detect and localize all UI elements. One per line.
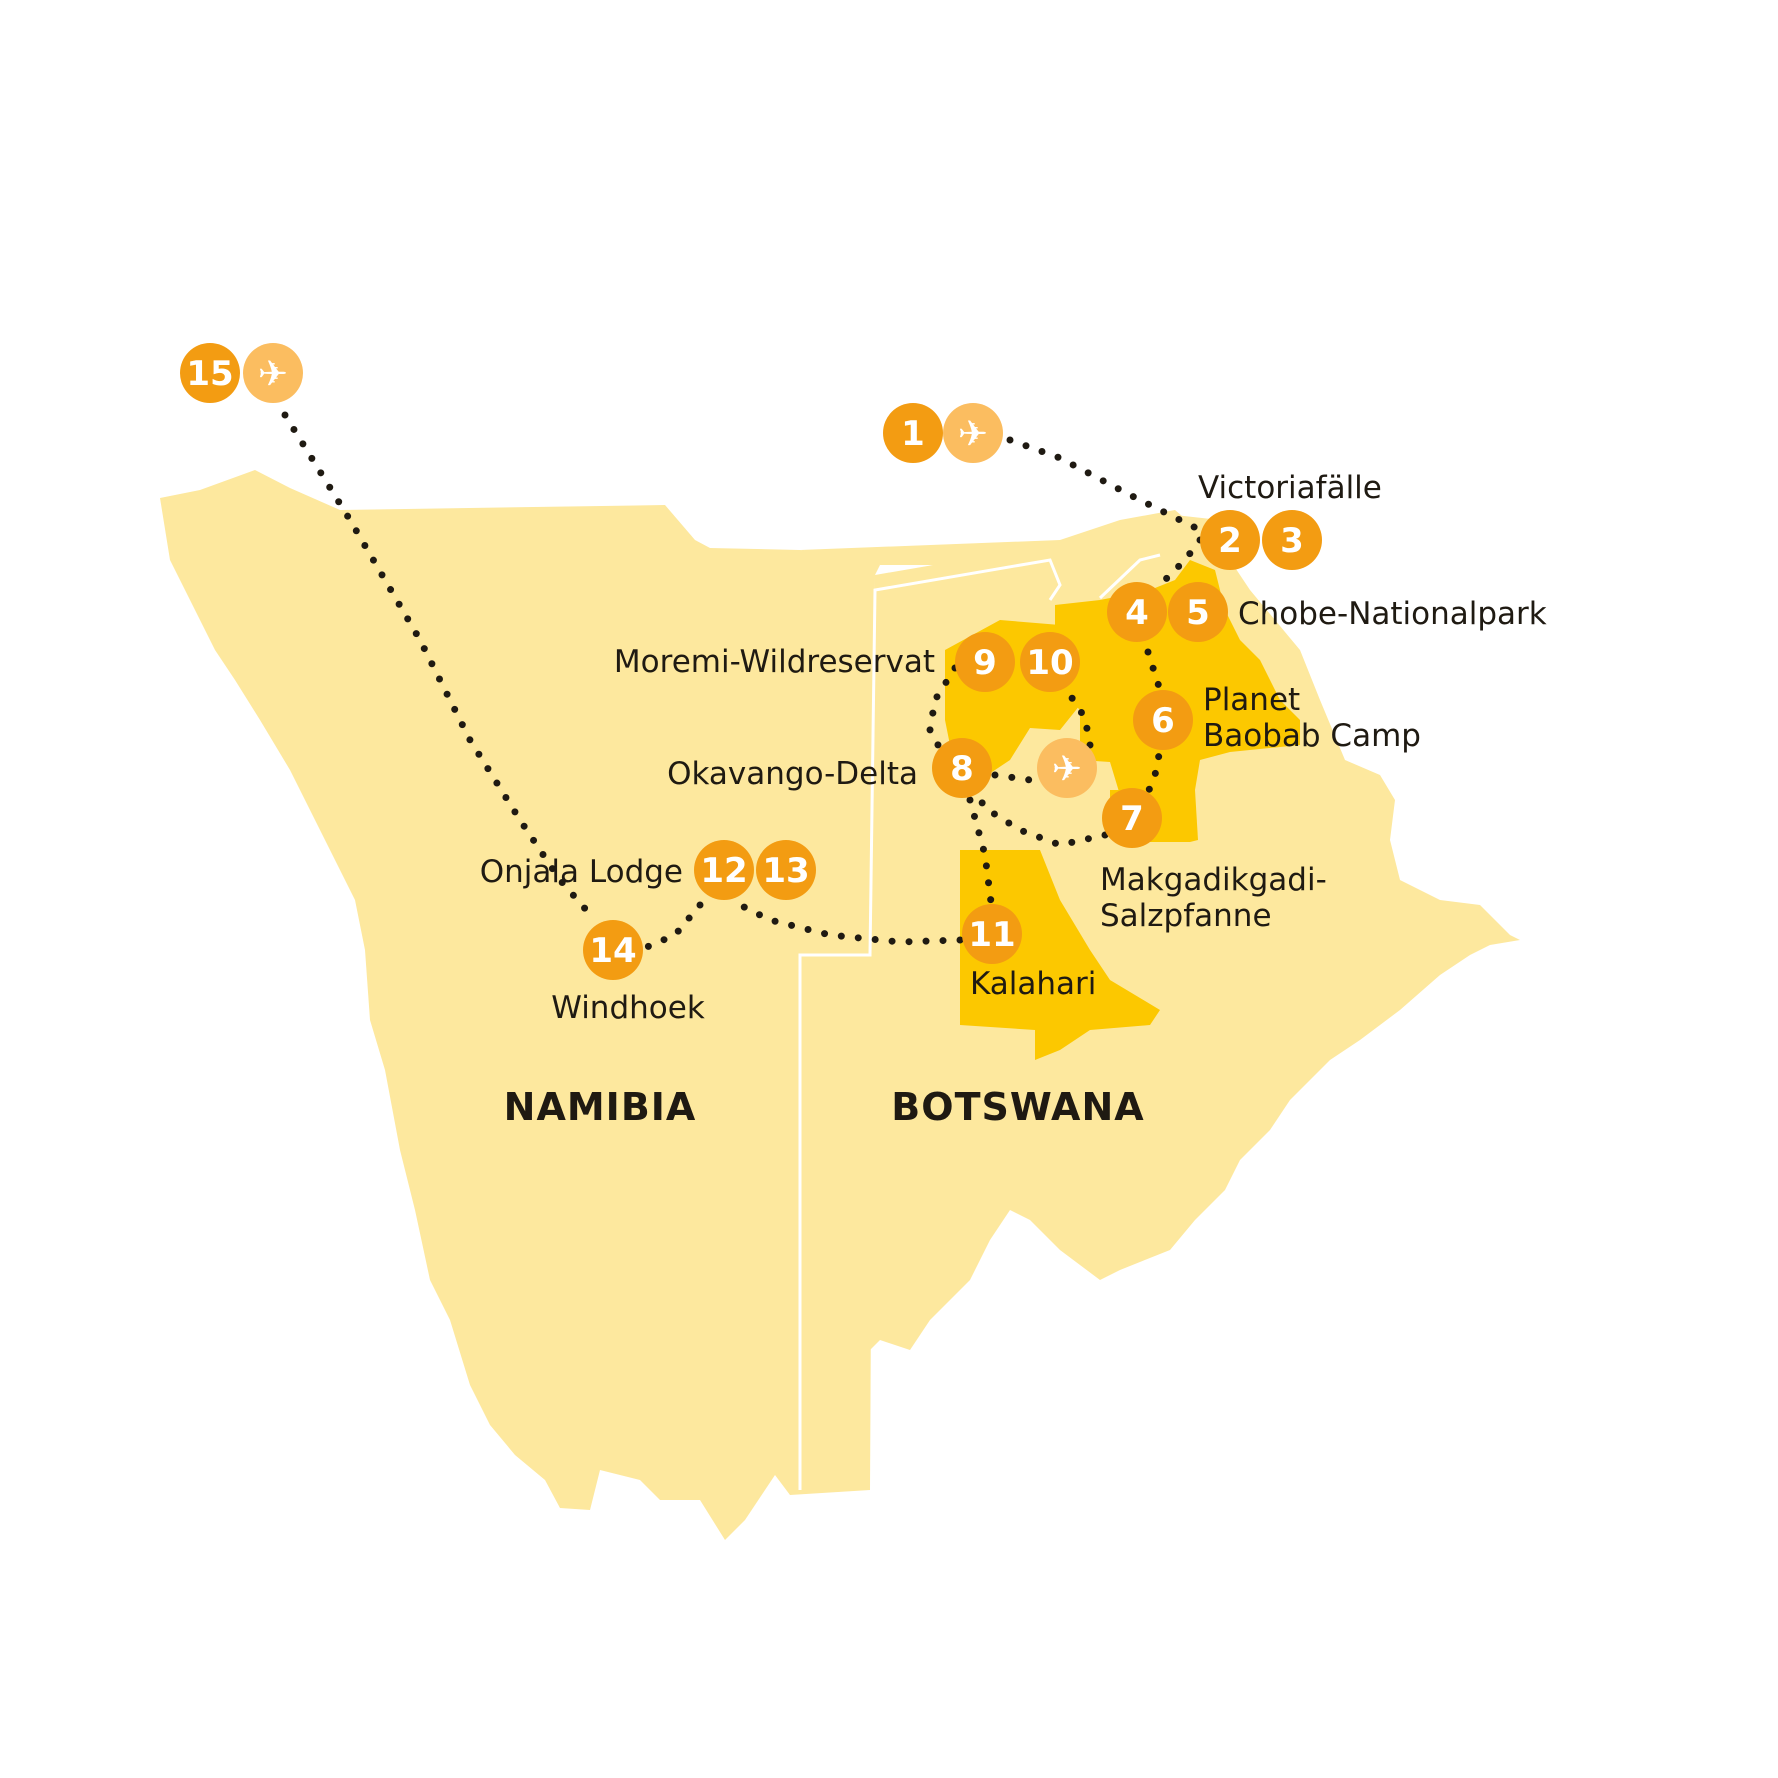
stop-5-number: 5	[1186, 593, 1210, 633]
stop-8[interactable]: 8	[932, 738, 992, 798]
stop-4-number: 4	[1125, 593, 1149, 633]
stop-7-number: 7	[1120, 799, 1144, 839]
stop-13-number: 13	[762, 851, 809, 891]
route-kalahari	[736, 796, 996, 946]
stop-9-number: 9	[973, 643, 997, 683]
route-makgadikgadi	[971, 736, 1166, 849]
stop-10-number: 10	[1026, 643, 1073, 683]
stop-15[interactable]: 15	[180, 343, 240, 403]
stop-3[interactable]: 3	[1262, 510, 1322, 570]
label-planet-line1: Planet	[1203, 682, 1300, 718]
label-onjala: Onjala Lodge	[480, 854, 683, 890]
namibia-shape	[160, 470, 880, 1540]
stop-11-number: 11	[968, 915, 1015, 955]
label-chobe: Chobe-Nationalpark	[1238, 596, 1547, 632]
label-planet-line2: Baobab Camp	[1203, 718, 1421, 754]
stop-11[interactable]: 11	[962, 904, 1022, 964]
stop-3-number: 3	[1280, 521, 1304, 561]
caprivi-shape	[800, 510, 1210, 580]
country-border	[798, 553, 1161, 1490]
stop-14[interactable]: 14	[583, 920, 643, 980]
stop-4[interactable]: 4	[1107, 582, 1167, 642]
route-flight-in	[1006, 436, 1204, 534]
route-flight-out	[281, 411, 599, 924]
label-moremi: Moremi-Wildreservat	[614, 644, 935, 680]
stop-12[interactable]: 12	[694, 840, 754, 900]
stop-1[interactable]: 1	[883, 403, 943, 463]
stop-6[interactable]: 6	[1133, 690, 1193, 750]
route-chobe	[1156, 536, 1204, 589]
stop-5[interactable]: 5	[1168, 582, 1228, 642]
kalahari-region	[960, 850, 1160, 1060]
label-makgadikgadi-line2: Salzpfanne	[1100, 898, 1272, 934]
label-namibia: NAMIBIA	[504, 1085, 697, 1129]
stop-10[interactable]: 10	[1020, 632, 1080, 692]
stop-7[interactable]: 7	[1102, 788, 1162, 848]
stop-14-number: 14	[589, 931, 636, 971]
label-kalahari: Kalahari	[970, 966, 1096, 1002]
flight-out-marker[interactable]: ✈	[243, 343, 303, 403]
stop-15-number: 15	[186, 354, 233, 394]
plane-icon: ✈	[1052, 749, 1082, 790]
label-botswana: BOTSWANA	[891, 1085, 1144, 1129]
plane-icon: ✈	[258, 354, 288, 395]
stop-8-number: 8	[950, 749, 974, 789]
label-okavango: Okavango-Delta	[667, 756, 918, 792]
label-makgadikgadi-line1: Makgadikgadi-	[1100, 862, 1327, 898]
route-okavango-loop	[926, 664, 1094, 784]
stop-2-number: 2	[1218, 521, 1242, 561]
stop-9[interactable]: 9	[955, 632, 1015, 692]
flight-in-marker[interactable]: ✈	[943, 403, 1003, 463]
stop-13[interactable]: 13	[756, 840, 816, 900]
stop-2[interactable]: 2	[1200, 510, 1260, 570]
stop-6-number: 6	[1151, 701, 1175, 741]
flight-delta-marker[interactable]: ✈	[1037, 738, 1097, 798]
label-victoriafaelle: Victoriafälle	[1198, 470, 1382, 506]
label-windhoek: Windhoek	[551, 990, 705, 1026]
stop-12-number: 12	[700, 851, 747, 891]
stop-1-number: 1	[901, 414, 925, 454]
plane-icon: ✈	[958, 414, 988, 455]
